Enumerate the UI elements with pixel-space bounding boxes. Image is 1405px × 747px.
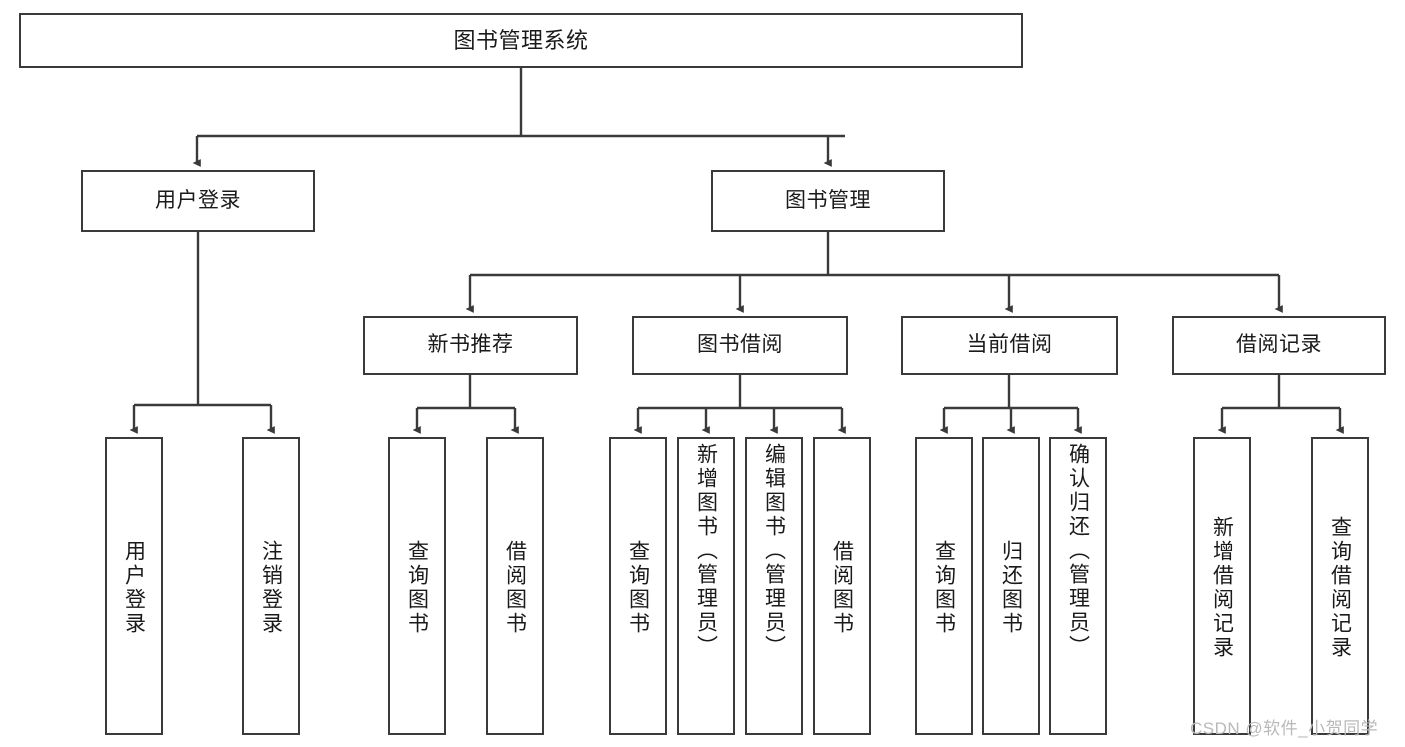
node-user-login[interactable]: 用户登录 (81, 170, 315, 232)
node-new-book-recommend[interactable]: 新书推荐 (363, 316, 578, 375)
node-label: 图书管理 (785, 188, 871, 212)
node-label: 查询借阅记录 (1328, 516, 1352, 660)
leaf-current-borrow-confirm-return[interactable]: 确认归还（管理员） (1049, 437, 1107, 735)
node-label: 查询图书 (405, 540, 429, 636)
node-label: 新增图书（管理员） (694, 443, 718, 659)
leaf-book-borrow-borrow[interactable]: 借阅图书 (813, 437, 871, 735)
node-label: 借阅记录 (1236, 333, 1322, 357)
node-label: 查询图书 (626, 540, 650, 636)
leaf-current-borrow-return[interactable]: 归还图书 (982, 437, 1040, 735)
node-root-system[interactable]: 图书管理系统 (19, 13, 1023, 68)
leaf-book-borrow-edit[interactable]: 编辑图书（管理员） (745, 437, 803, 735)
node-label: 用户登录 (122, 540, 146, 636)
node-book-borrow[interactable]: 图书借阅 (632, 316, 848, 375)
node-current-borrow[interactable]: 当前借阅 (901, 316, 1118, 375)
node-label: 当前借阅 (966, 333, 1053, 357)
leaf-new-book-query[interactable]: 查询图书 (388, 437, 446, 735)
leaf-borrow-record-add[interactable]: 新增借阅记录 (1193, 437, 1251, 735)
node-label: 确认归还（管理员） (1066, 443, 1090, 659)
leaf-book-borrow-add[interactable]: 新增图书（管理员） (677, 437, 735, 735)
node-label: 借阅图书 (503, 540, 527, 636)
leaf-user-login-login[interactable]: 用户登录 (105, 437, 163, 735)
node-label: 查询图书 (932, 540, 956, 636)
node-label: 新增借阅记录 (1210, 516, 1234, 660)
node-label: 图书借阅 (697, 333, 783, 357)
leaf-user-login-logout[interactable]: 注销登录 (242, 437, 300, 735)
leaf-current-borrow-query[interactable]: 查询图书 (915, 437, 973, 735)
node-label: 注销登录 (259, 540, 283, 636)
leaf-book-borrow-query[interactable]: 查询图书 (609, 437, 667, 735)
node-label: 编辑图书（管理员） (762, 443, 786, 659)
csdn-watermark: CSDN @软件_小贺同学 (1190, 714, 1378, 739)
node-book-management[interactable]: 图书管理 (711, 170, 945, 232)
node-label: 归还图书 (999, 540, 1023, 636)
leaf-new-book-borrow[interactable]: 借阅图书 (486, 437, 544, 735)
node-label: 用户登录 (155, 188, 241, 212)
node-label: 图书管理系统 (453, 27, 589, 53)
leaf-borrow-record-query[interactable]: 查询借阅记录 (1311, 437, 1369, 735)
node-label: 新书推荐 (427, 333, 514, 357)
node-borrow-records[interactable]: 借阅记录 (1172, 316, 1386, 375)
node-label: 借阅图书 (830, 540, 854, 636)
watermark-text: CSDN @软件_小贺同学 (1190, 719, 1379, 738)
